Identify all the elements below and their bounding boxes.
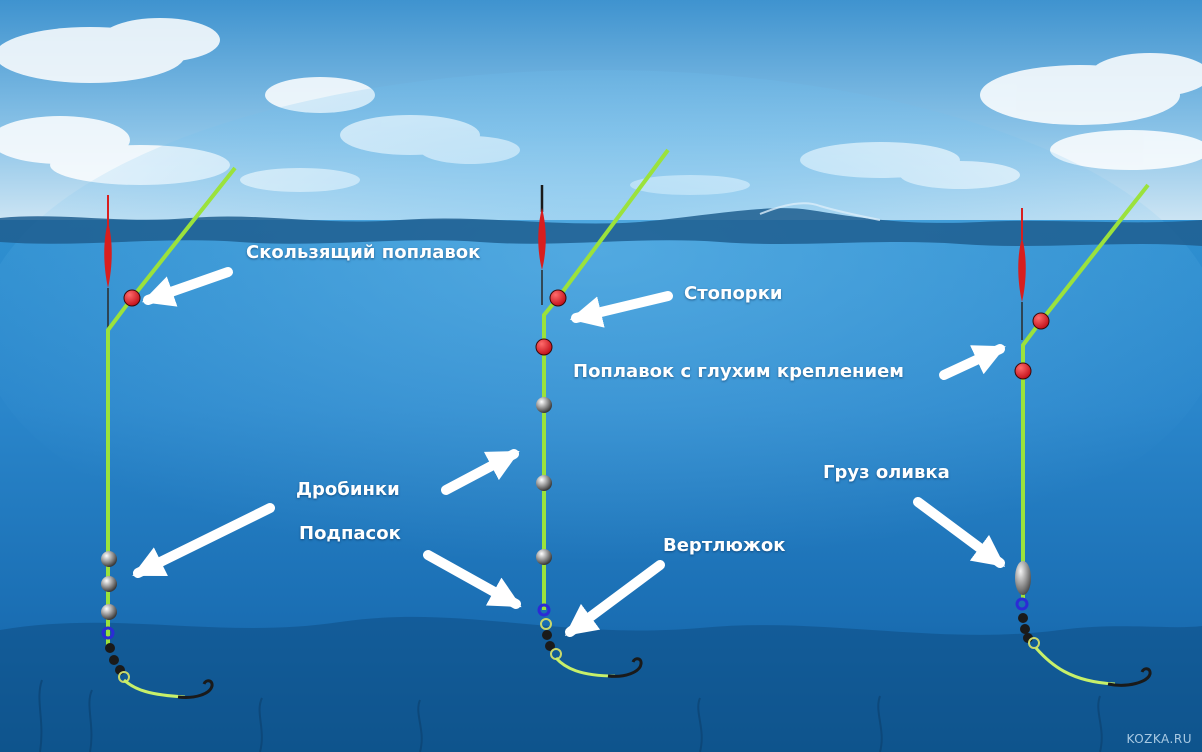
label-sub-shot: Подпасок [299, 523, 401, 544]
label-swivel: Вертлюжок [663, 535, 786, 556]
olive-weight [1015, 561, 1031, 595]
arrow-sliding-float [141, 267, 233, 307]
arrows [132, 267, 1006, 637]
shot-weight [101, 576, 117, 592]
rig-fixed-float [535, 148, 670, 678]
swivel-ring [101, 626, 115, 640]
hook [1107, 667, 1152, 687]
swivel-ring [537, 603, 551, 617]
label-sliding-float: Скользящий поплавок [246, 242, 481, 263]
rig-sliding-float [101, 166, 237, 699]
label-fixed-float: Поплавок с глухим креплением [573, 361, 905, 382]
fishing-line [542, 148, 670, 610]
float-body [538, 208, 546, 270]
wave-crest [759, 202, 881, 221]
light-glow [0, 70, 1202, 590]
stopper [1032, 312, 1050, 330]
float-body [1018, 238, 1026, 302]
seaweed [38, 679, 1103, 752]
rig-olive-weight [1014, 183, 1152, 687]
arrow-shots-left [132, 503, 275, 578]
fishing-line [106, 166, 237, 650]
shot-weight [536, 397, 552, 413]
swivel [1018, 613, 1040, 649]
swivel [105, 643, 130, 683]
shot-weight [536, 549, 552, 565]
swivel [540, 618, 562, 660]
arrow-stoppers [569, 291, 673, 328]
stopper [535, 338, 553, 356]
arrow-sub-shot [423, 550, 522, 609]
hook-leader [122, 678, 186, 699]
shot-weight [101, 604, 117, 620]
swivel-ring [1015, 597, 1029, 611]
hook [607, 657, 643, 678]
watermark: KOZKA.RU [1126, 732, 1192, 746]
arrow-shots-right [441, 449, 520, 495]
label-stoppers: Стопорки [684, 283, 783, 304]
fishing-line [1021, 183, 1150, 598]
hook-leader [1034, 647, 1116, 686]
hook [177, 679, 214, 699]
arrow-fixed-float [939, 344, 1006, 380]
water-surface [0, 208, 1202, 246]
stopper [1014, 362, 1032, 380]
shot-weight [101, 551, 117, 567]
seabed [0, 616, 1202, 752]
stopper [123, 289, 141, 307]
arrow-swivel [564, 560, 665, 637]
stopper [549, 289, 567, 307]
float-body [104, 222, 112, 288]
label-olive-weight: Груз оливка [823, 462, 950, 483]
shot-weight [536, 475, 552, 491]
label-shots: Дробинки [296, 479, 400, 500]
hook-leader [554, 656, 616, 678]
arrow-olive-weight [913, 497, 1006, 568]
